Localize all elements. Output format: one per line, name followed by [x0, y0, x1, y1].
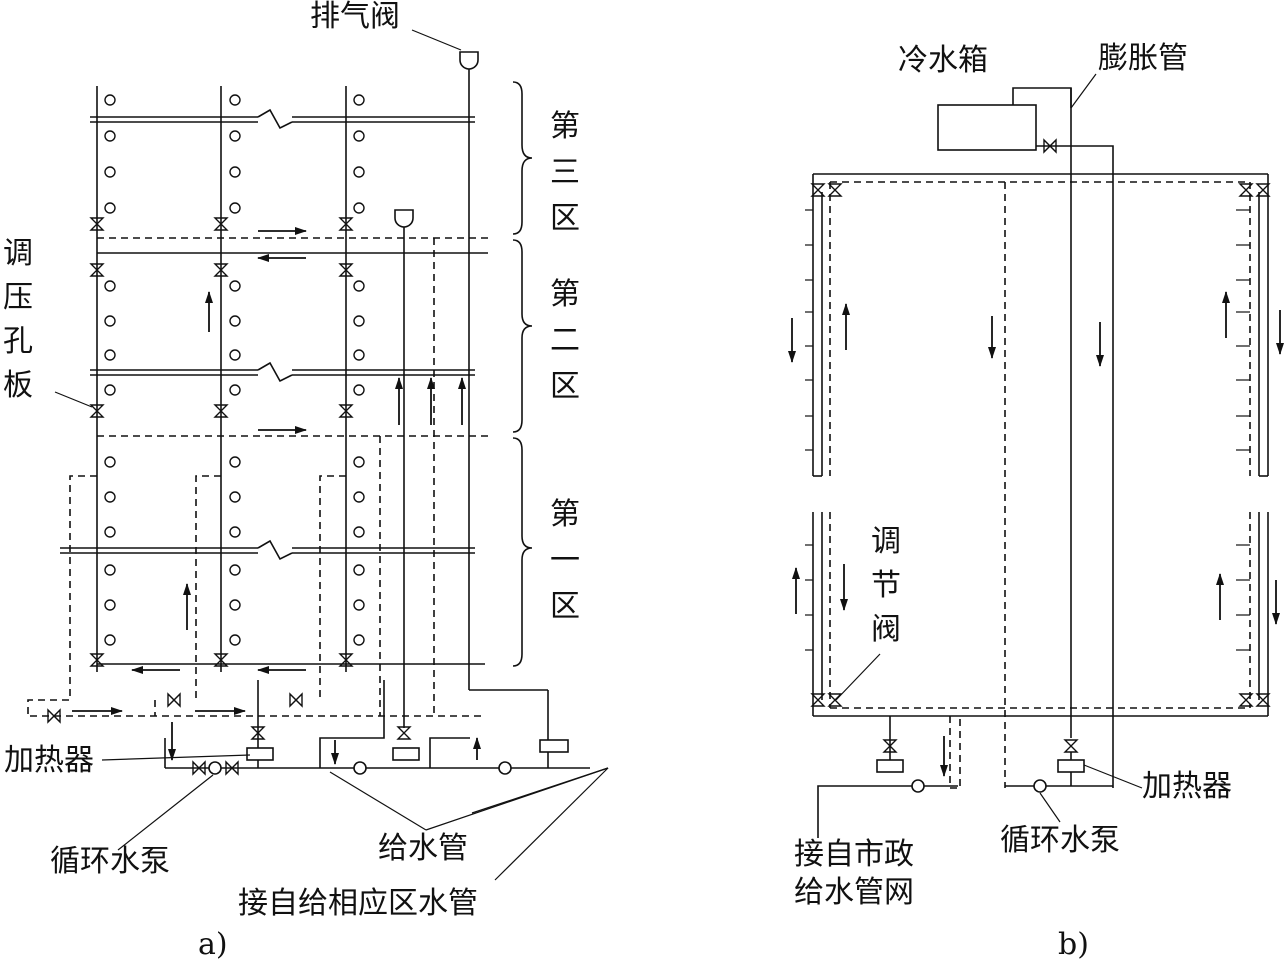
heaters: [246, 739, 569, 761]
label-expansion-pipe: 膨胀管: [1098, 41, 1188, 76]
return-pipes: [27, 237, 488, 717]
zone-2-label: 第二区: [550, 277, 580, 404]
label-from-zone-supply: 接自给相应区水管: [238, 886, 478, 921]
leader-lines-b: [835, 73, 1143, 823]
flow-arrows-b: [788, 291, 1284, 777]
label-vent-valve: 排气阀: [310, 0, 400, 34]
valves: [47, 217, 412, 776]
label-heater-a: 加热器: [4, 743, 94, 778]
label-heater-b: 加热器: [1142, 769, 1232, 804]
zone-braces: [512, 81, 533, 667]
label-supply-pipe: 给水管: [378, 831, 468, 866]
cold-water-tank-box: [937, 104, 1037, 151]
label-regulating-valve: 调节阀: [871, 524, 901, 647]
label-municipal-supply: 接自市政给水管网: [794, 837, 914, 910]
label-cold-water-tank: 冷水箱: [898, 43, 988, 78]
leader-lines-a: [54, 29, 609, 881]
return-pipes-b: [829, 181, 1251, 789]
label-circulation-pump-b: 循环水泵: [1000, 823, 1120, 858]
caption-a: a): [198, 927, 228, 962]
mains: [97, 252, 590, 769]
vent-valve-symbols: [394, 51, 479, 228]
flow-arrows: [72, 227, 481, 765]
panel-b: [788, 73, 1284, 838]
panel-a: [27, 29, 609, 881]
risers: [96, 60, 549, 738]
floor-slabs: [60, 108, 475, 561]
zone-1-label: 第一区: [550, 497, 580, 624]
fixtures: [104, 94, 365, 646]
label-circulation-pump-a: 循环水泵: [50, 844, 170, 879]
zone-3-label: 第三区: [550, 109, 580, 236]
branch-stubs: [805, 209, 1250, 651]
valves-b: [810, 183, 1271, 753]
label-pressure-orifice: 调压孔板: [3, 236, 33, 403]
caption-b: b): [1058, 927, 1089, 962]
pumps: [208, 761, 512, 775]
